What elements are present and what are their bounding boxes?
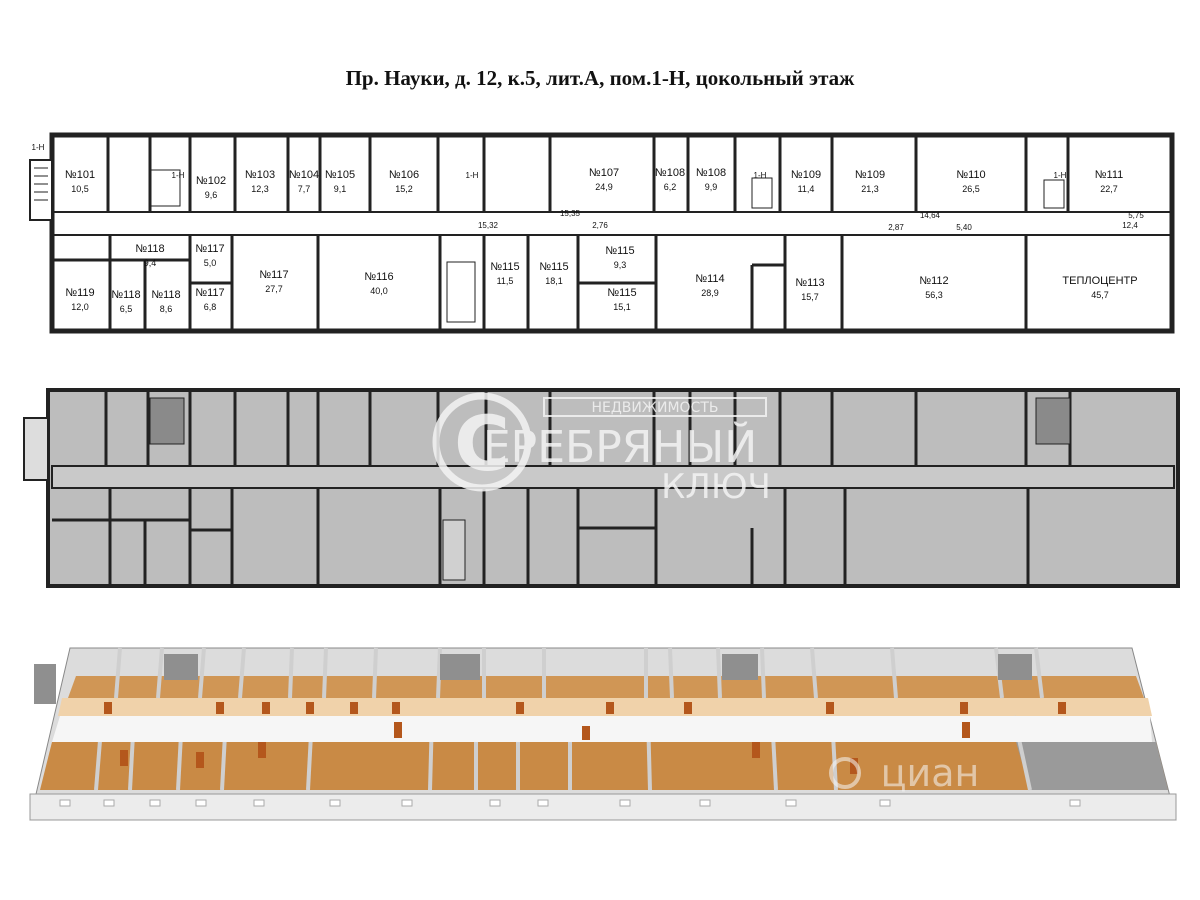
room-name: №117 bbox=[195, 287, 224, 299]
watermark-top-text: НЕДВИЖИМОСТЬ bbox=[592, 400, 719, 416]
room-name: №110 bbox=[956, 169, 985, 181]
room-name: №103 bbox=[245, 169, 275, 181]
stair-label: 1-Н bbox=[172, 171, 185, 180]
stair-label: 1-Н bbox=[32, 143, 45, 152]
room-name: ТЕПЛОЦЕНТР bbox=[1062, 275, 1137, 287]
room-area: 10,5 bbox=[71, 184, 89, 194]
room-area: 9,3 bbox=[614, 260, 627, 270]
room-name: №109 bbox=[855, 169, 885, 181]
room-area: 11,4 bbox=[798, 184, 815, 194]
cian-watermark: циан bbox=[829, 751, 980, 795]
room-name: №108 bbox=[696, 167, 726, 179]
watermark-sub-text: КЛЮЧ bbox=[661, 467, 771, 507]
room-name: №116 bbox=[364, 271, 393, 283]
watermark-letter: С bbox=[454, 399, 510, 488]
3d-plan bbox=[29, 647, 1177, 821]
room-area: 22,7 bbox=[1100, 184, 1118, 194]
room-labels: №101 10,5 №102 9,6 №103 12,3 №104 7,7 №105 9,1 №10… bbox=[65, 167, 1138, 314]
room-area: 5,0 bbox=[204, 258, 217, 268]
room-name: №112 bbox=[919, 275, 948, 287]
room-name: №104 bbox=[289, 169, 319, 181]
corridor-area: 14,64 bbox=[920, 211, 941, 220]
room-name: №102 bbox=[196, 175, 226, 187]
room-name: №115 bbox=[607, 287, 636, 299]
corridor-area: 2,87 bbox=[888, 223, 904, 232]
room-area: 56,3 bbox=[925, 290, 943, 300]
room-area: 11,5 bbox=[497, 276, 514, 286]
room-name: №117 bbox=[195, 243, 224, 255]
room-name: №119 bbox=[65, 287, 94, 299]
stair-label: 1-Н bbox=[1054, 171, 1067, 180]
room-area: 7,7 bbox=[298, 184, 311, 194]
room-area: 9,9 bbox=[705, 182, 718, 192]
room-area: 28,9 bbox=[701, 288, 719, 298]
room-name: №118 bbox=[111, 289, 140, 301]
room-area: 9,1 bbox=[334, 184, 347, 194]
cian-text: циан bbox=[881, 751, 980, 795]
room-name: №118 bbox=[151, 289, 180, 301]
room-area: 6,8 bbox=[204, 302, 217, 312]
room-area: 9,4 bbox=[144, 258, 157, 268]
schematic-plan bbox=[23, 388, 1180, 588]
room-area: 9,6 bbox=[205, 190, 218, 200]
room-name: №115 bbox=[490, 261, 519, 273]
stair-labels: 1-Н 1-Н 1-Н 1-Н 1-Н bbox=[32, 143, 1067, 180]
room-area: 15,1 bbox=[613, 302, 631, 312]
room-name: №105 bbox=[325, 169, 355, 181]
room-name: №115 bbox=[605, 245, 634, 257]
room-name: №111 bbox=[1095, 169, 1124, 181]
plan-title: Пр. Науки, д. 12, к.5, лит.А, пом.1-Н, ц… bbox=[345, 66, 855, 90]
room-area: 15,7 bbox=[801, 292, 819, 302]
room-area: 18,1 bbox=[545, 276, 563, 286]
room-area: 12,0 bbox=[71, 302, 89, 312]
room-area: 24,9 bbox=[595, 182, 613, 192]
room-area: 8,6 bbox=[160, 304, 173, 314]
room-name: №106 bbox=[389, 169, 419, 181]
room-area: 15,2 bbox=[395, 184, 413, 194]
room-area: 40,0 bbox=[370, 286, 388, 296]
corridor-area: 12,4 bbox=[1122, 221, 1138, 230]
room-name: №107 bbox=[589, 167, 619, 179]
room-name: №115 bbox=[539, 261, 568, 273]
room-area: 6,5 bbox=[120, 304, 133, 314]
watermark-main-text: ЕРЕБРЯНЫЙ bbox=[483, 420, 757, 473]
room-name: №101 bbox=[65, 169, 95, 181]
room-name: №109 bbox=[791, 169, 821, 181]
room-area: 26,5 bbox=[962, 184, 980, 194]
stair-label: 1-Н bbox=[466, 171, 479, 180]
watermark-logo: С НЕДВИЖИМОСТЬ ЕРЕБРЯНЫЙ КЛЮЧ bbox=[432, 392, 771, 507]
stair-label: 1-Н bbox=[754, 171, 767, 180]
corridor-area: 5,75 bbox=[1128, 211, 1144, 220]
corridor-area: 15,32 bbox=[478, 221, 499, 230]
room-area: 12,3 bbox=[251, 184, 269, 194]
corridor-area: 5,40 bbox=[956, 223, 972, 232]
room-name: №118 bbox=[135, 243, 164, 255]
corridor-area: 15,35 bbox=[560, 209, 581, 218]
room-area: 45,7 bbox=[1091, 290, 1109, 300]
room-area: 6,2 bbox=[664, 182, 677, 192]
technical-plan: №101 10,5 №102 9,6 №103 12,3 №104 7,7 №105 9,1 №10… bbox=[29, 132, 1175, 334]
room-name: №113 bbox=[795, 277, 824, 289]
room-area: 27,7 bbox=[265, 284, 283, 294]
room-area: 21,3 bbox=[861, 184, 879, 194]
room-name: №108 bbox=[655, 167, 685, 179]
corridor-area: 2,76 bbox=[592, 221, 608, 230]
room-name: №117 bbox=[259, 269, 288, 281]
room-name: №114 bbox=[695, 273, 724, 285]
